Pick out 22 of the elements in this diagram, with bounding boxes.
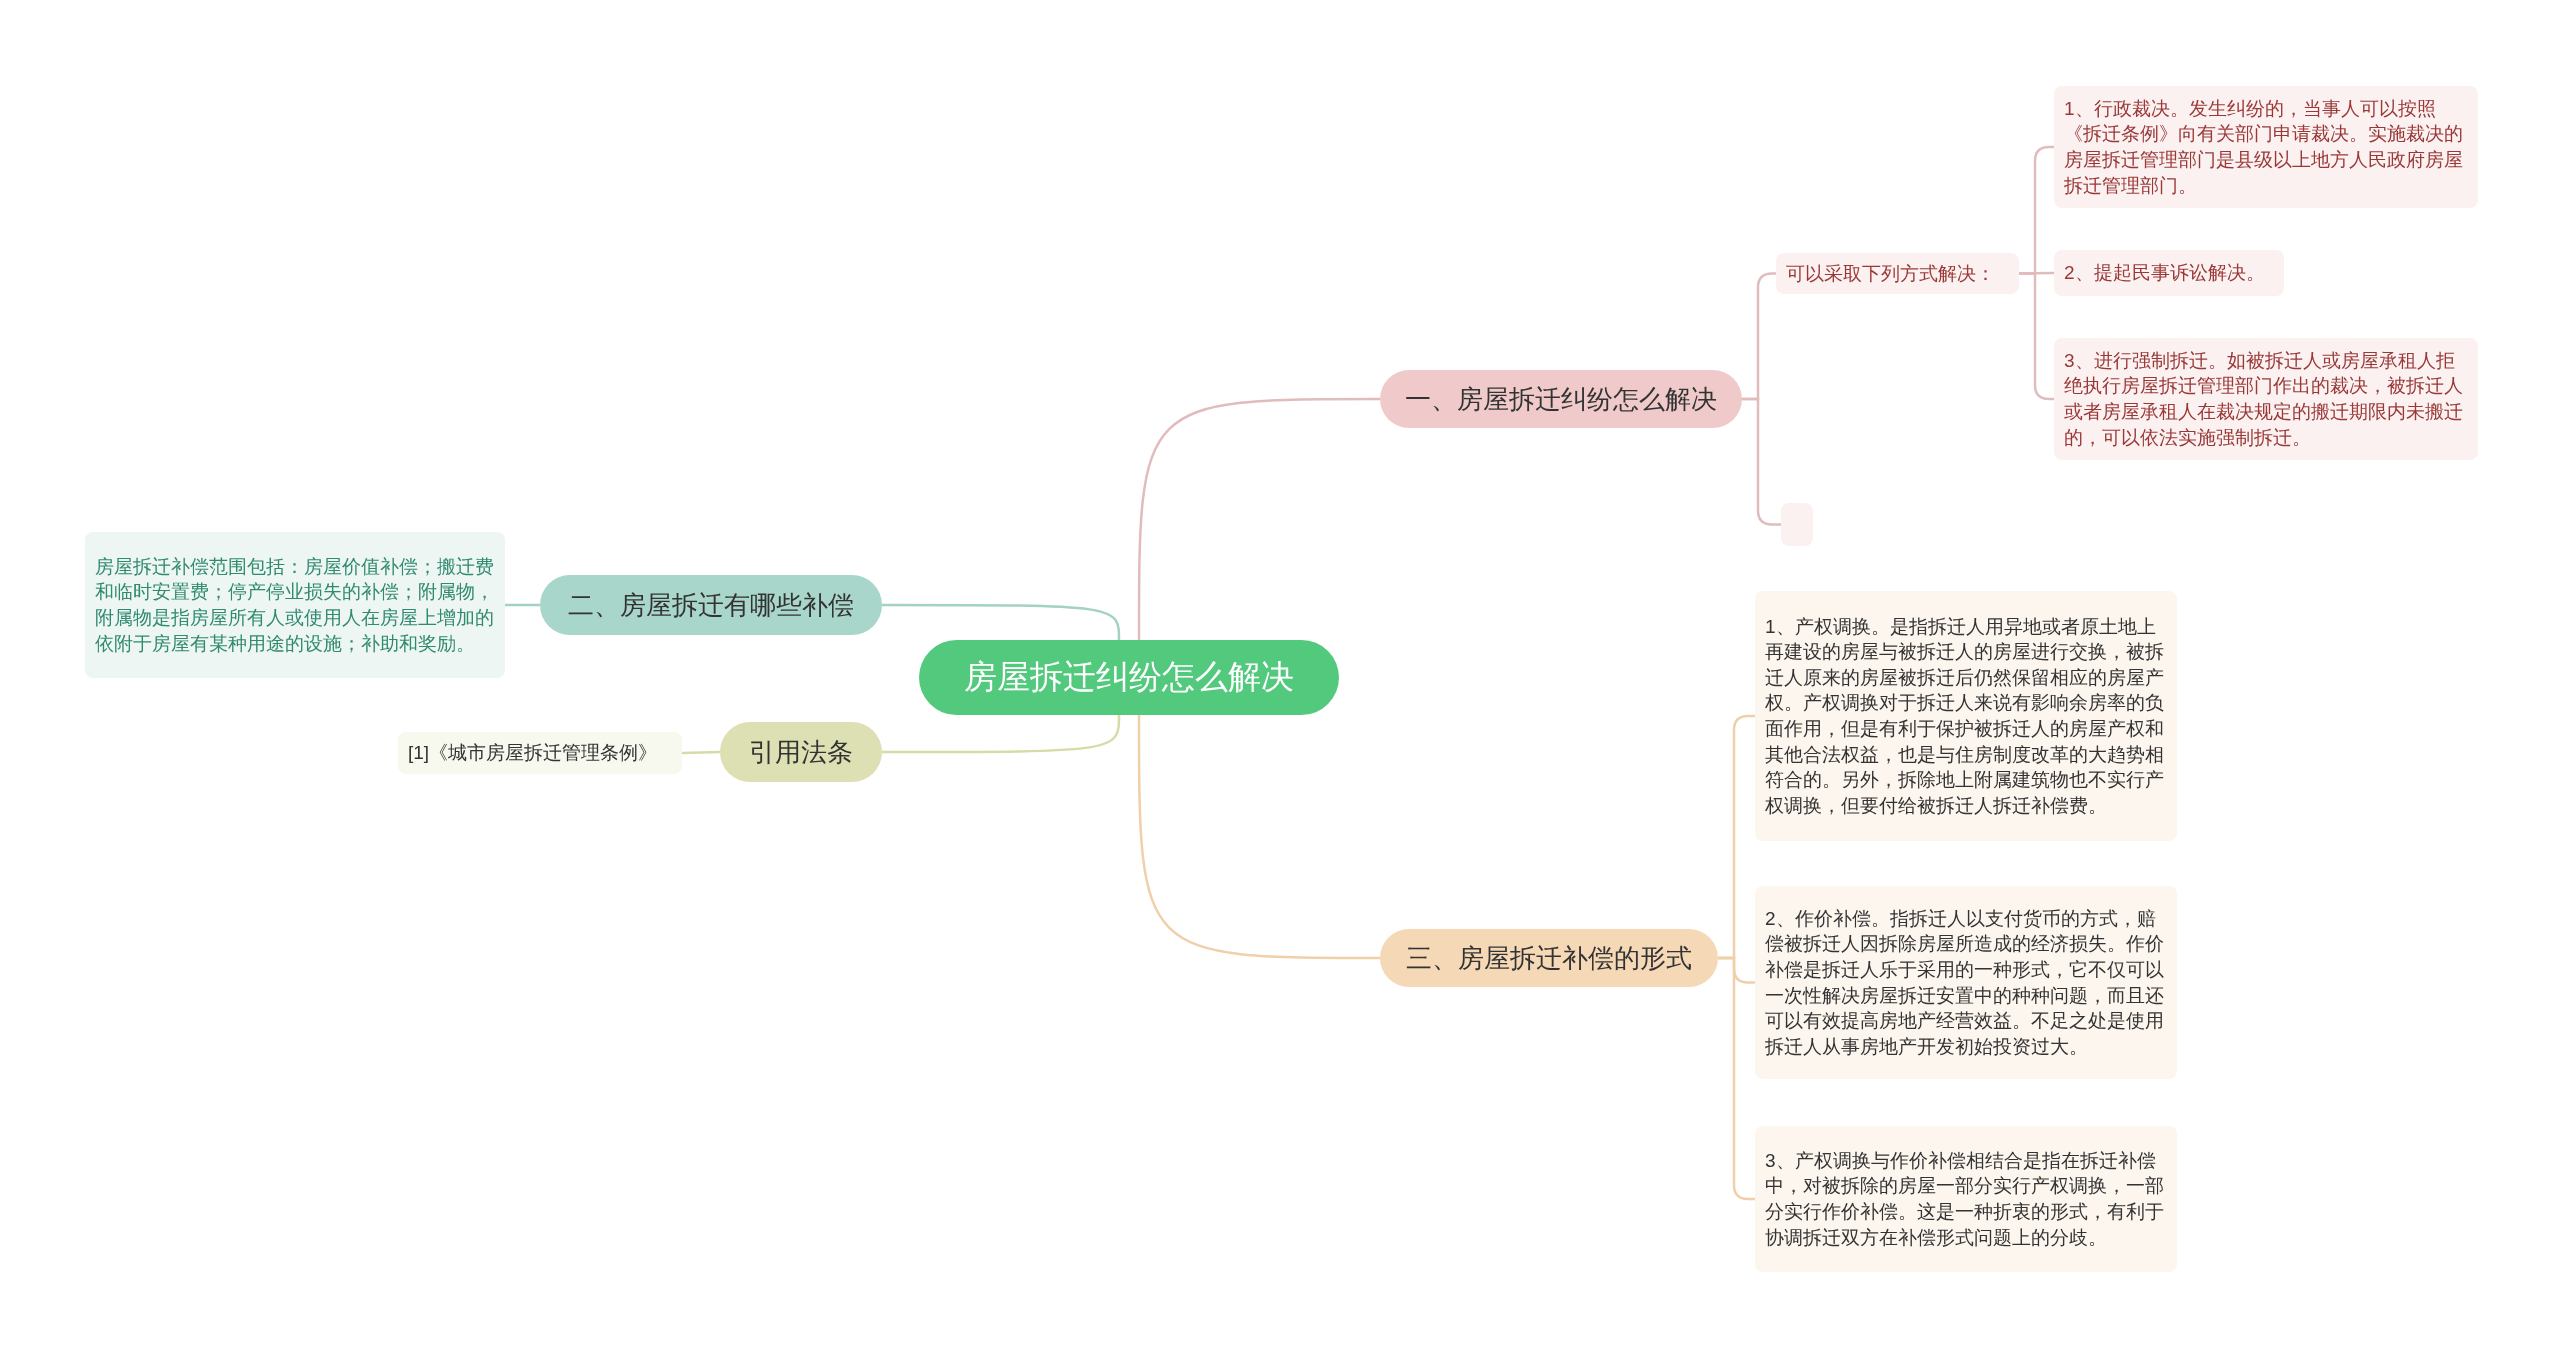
empty-box (1781, 503, 1813, 546)
connector (1718, 956, 1755, 1201)
topic-box: 二、房屋拆迁有哪些补偿 (540, 575, 882, 635)
subtopic-box: 2、提起民事诉讼解决。 (2054, 250, 2284, 296)
connector (1137, 397, 1380, 640)
note-box: 房屋拆迁补偿范围包括：房屋价值补偿；搬迁费和临时安置费；停产停业损失的补偿；附属物，附属物是指房屋所有人或使用人在房屋上增加的依附于房屋有某种用途的设施；补助和奖励。 (85, 532, 505, 678)
connector (1137, 715, 1380, 960)
topic-box: 一、房屋拆迁纠纷怎么解决 (1380, 370, 1742, 428)
subtopic-box: 可以采取下列方式解决： (1776, 253, 2019, 294)
topic-box: 三、房屋拆迁补偿的形式 (1380, 929, 1718, 987)
note-box: 3、产权调换与作价补偿相结合是指在拆迁补偿中，对被拆除的房屋一部分实行产权调换，一部分实行作价补偿。这是一种折衷的形式，有利于协调拆迁双方在补偿形式问题上的分歧。 (1755, 1126, 2177, 1272)
connector (882, 603, 1121, 641)
connector (681, 750, 721, 755)
central-topic: 房屋拆迁纠纷怎么解决 (919, 640, 1339, 715)
note-box: 3、进行强制拆迁。如被拆迁人或房屋承租人拒绝执行房屋拆迁管理部门作出的裁决，被拆迁人或者房屋承租人在裁决规定的搬迁期限内未搬迁的，可以依法实施强制拆迁。 (2054, 338, 2478, 460)
connector (505, 603, 540, 607)
note-box: 1、行政裁决。发生纠纷的，当事人可以按照《拆迁条例》向有关部门申请裁决。实施裁决的房屋拆迁管理部门是县级以上地方人民政府房屋拆迁管理部门。 (2054, 86, 2478, 208)
topic-box: 引用法条 (720, 722, 882, 782)
subtopic-box: [1]《城市房屋拆迁管理条例》 (398, 732, 682, 774)
note-box: 1、产权调换。是指拆迁人用异地或者原土地上再建设的房屋与被拆迁人的房屋进行交换，被拆迁人原来的房屋被拆迁后仍然保留相应的房屋产权。产权调换对于拆迁人来说有影响余房率的负面作用，但是有利于保护被拆迁人的房屋产权和其他合法权益，也是与住房制度改革的大趋势相符合的。另外，拆除地上附属建筑物也不实行产权调换，但要付给被拆迁人拆迁补偿费。 (1755, 591, 2177, 841)
note-box: 2、作价补偿。指拆迁人以支付货币的方式，赔偿被拆迁人因拆除房屋所造成的经济损失。作价补偿是拆迁人乐于采用的一种形式，它不仅可以一次性解决房屋拆迁安置中的种种问题，而且还可以有效提高房地产经营效益。不足之处是使用拆迁人从事房地产开发初始投资过大。 (1755, 886, 2177, 1079)
connector (882, 714, 1121, 754)
